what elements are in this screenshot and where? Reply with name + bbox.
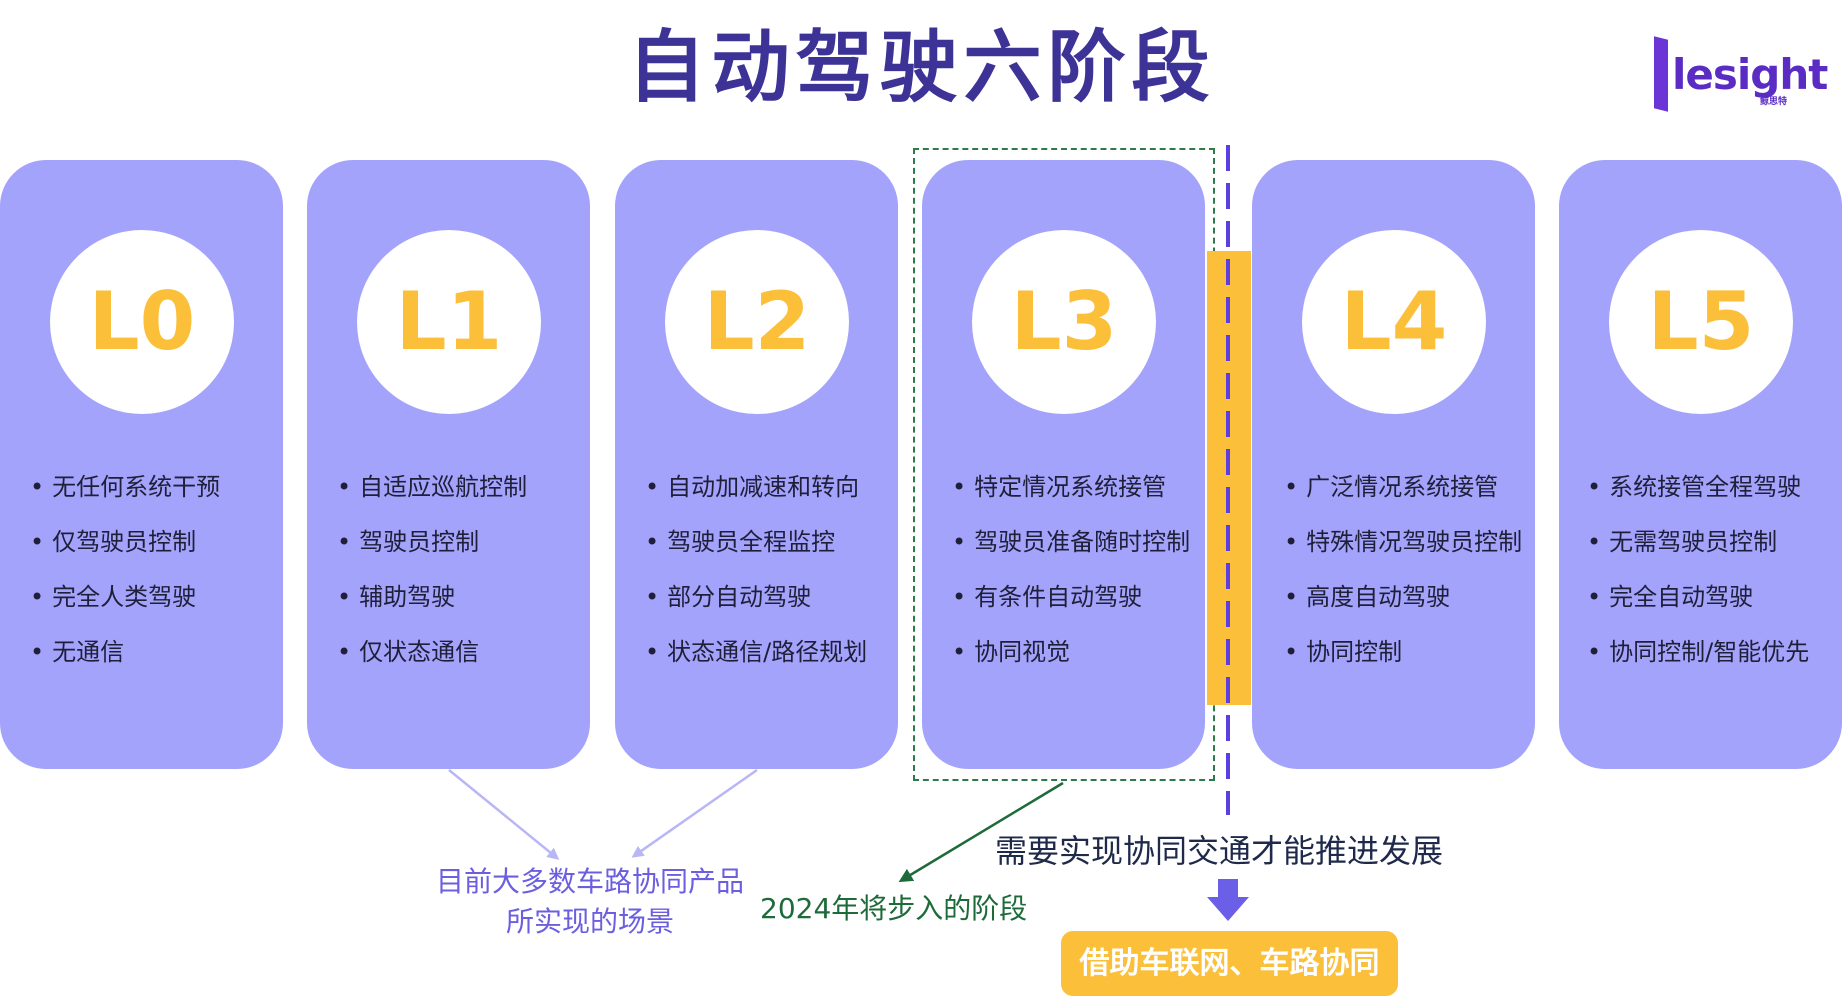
level-badge: L1	[357, 230, 541, 414]
feature-list: 广泛情况系统接管 特殊情况驾驶员控制 高度自动驾驶 协同控制	[1284, 460, 1529, 680]
feature-item: 特殊情况驾驶员控制	[1284, 515, 1529, 570]
level-label: L2	[703, 275, 811, 368]
down-arrow-head-icon	[1207, 897, 1249, 921]
feature-item: 驾驶员全程监控	[645, 515, 892, 570]
level-label: L3	[1010, 275, 1118, 368]
brand-logo: lesight 鲸思特	[1652, 36, 1828, 112]
current-products-caption: 目前大多数车路协同产品所实现的场景	[435, 865, 744, 938]
level-label: L1	[395, 275, 503, 368]
feature-item: 协同控制/智能优先	[1587, 625, 1836, 680]
feature-list: 自动加减速和转向 驾驶员全程监控 部分自动驾驶 状态通信/路径规划	[645, 460, 892, 680]
feature-item: 驾驶员控制	[337, 515, 584, 570]
feature-item: 协同控制	[1284, 625, 1529, 680]
feature-item: 自动加减速和转向	[645, 460, 892, 515]
feature-item: 有条件自动驾驶	[952, 570, 1199, 625]
feature-list: 无任何系统干预 仅驾驶员控制 完全人类驾驶 无通信	[30, 460, 277, 680]
feature-item: 无任何系统干预	[30, 460, 277, 515]
level-card-l3: L3 特定情况系统接管 驾驶员准备随时控制 有条件自动驾驶 协同视觉	[922, 160, 1205, 769]
level-label: L0	[88, 275, 196, 368]
feature-item: 部分自动驾驶	[645, 570, 892, 625]
feature-item: 驾驶员准备随时控制	[952, 515, 1199, 570]
feature-item: 无需驾驶员控制	[1587, 515, 1836, 570]
level-label: L4	[1340, 275, 1448, 368]
feature-list: 自适应巡航控制 驾驶员控制 辅助驾驶 仅状态通信	[337, 460, 584, 680]
stage-2024-caption: 2024年将步入的阶段	[760, 892, 1028, 925]
level-badge: L4	[1302, 230, 1486, 414]
level-badge: L5	[1609, 230, 1793, 414]
feature-item: 广泛情况系统接管	[1284, 460, 1529, 515]
feature-item: 协同视觉	[952, 625, 1199, 680]
feature-item: 特定情况系统接管	[952, 460, 1199, 515]
level-card-l5: L5 系统接管全程驾驶 无需驾驶员控制 完全自动驾驶 协同控制/智能优先	[1559, 160, 1842, 769]
logo-text: lesight	[1672, 50, 1828, 99]
feature-item: 完全人类驾驶	[30, 570, 277, 625]
arrow-l3-to-2024	[898, 781, 1064, 883]
level-badge: L2	[665, 230, 849, 414]
feature-item: 自适应巡航控制	[337, 460, 584, 515]
feature-list: 特定情况系统接管 驾驶员准备随时控制 有条件自动驾驶 协同视觉	[952, 460, 1199, 680]
feature-list: 系统接管全程驾驶 无需驾驶员控制 完全自动驾驶 协同控制/智能优先	[1587, 460, 1836, 680]
feature-item: 高度自动驾驶	[1284, 570, 1529, 625]
arrow-l1-to-caption	[448, 769, 560, 860]
page-title: 自动驾驶六阶段	[627, 23, 1216, 113]
level-card-l2: L2 自动加减速和转向 驾驶员全程监控 部分自动驾驶 状态通信/路径规划	[615, 160, 898, 769]
level-label: L5	[1647, 275, 1755, 368]
feature-item: 辅助驾驶	[337, 570, 584, 625]
method-badge: 借助车联网、车路协同	[1061, 931, 1398, 996]
level-badge: L3	[972, 230, 1156, 414]
feature-item: 仅驾驶员控制	[30, 515, 277, 570]
arrow-l2-to-caption	[631, 768, 758, 858]
logo-subtext: 鲸思特	[1760, 97, 1788, 107]
need-cooperation-caption: 需要实现协同交通才能推进发展	[995, 832, 1444, 870]
level-card-l0: L0 无任何系统干预 仅驾驶员控制 完全人类驾驶 无通信	[0, 160, 283, 769]
level-badge: L0	[50, 230, 234, 414]
feature-item: 系统接管全程驾驶	[1587, 460, 1836, 515]
level-card-l1: L1 自适应巡航控制 驾驶员控制 辅助驾驶 仅状态通信	[307, 160, 590, 769]
separator-strip	[1207, 251, 1251, 705]
down-arrow-icon	[1218, 879, 1238, 898]
level-card-l4: L4 广泛情况系统接管 特殊情况驾驶员控制 高度自动驾驶 协同控制	[1252, 160, 1535, 769]
feature-item: 状态通信/路径规划	[645, 625, 892, 680]
feature-item: 无通信	[30, 625, 277, 680]
feature-item: 仅状态通信	[337, 625, 584, 680]
feature-item: 完全自动驾驶	[1587, 570, 1836, 625]
